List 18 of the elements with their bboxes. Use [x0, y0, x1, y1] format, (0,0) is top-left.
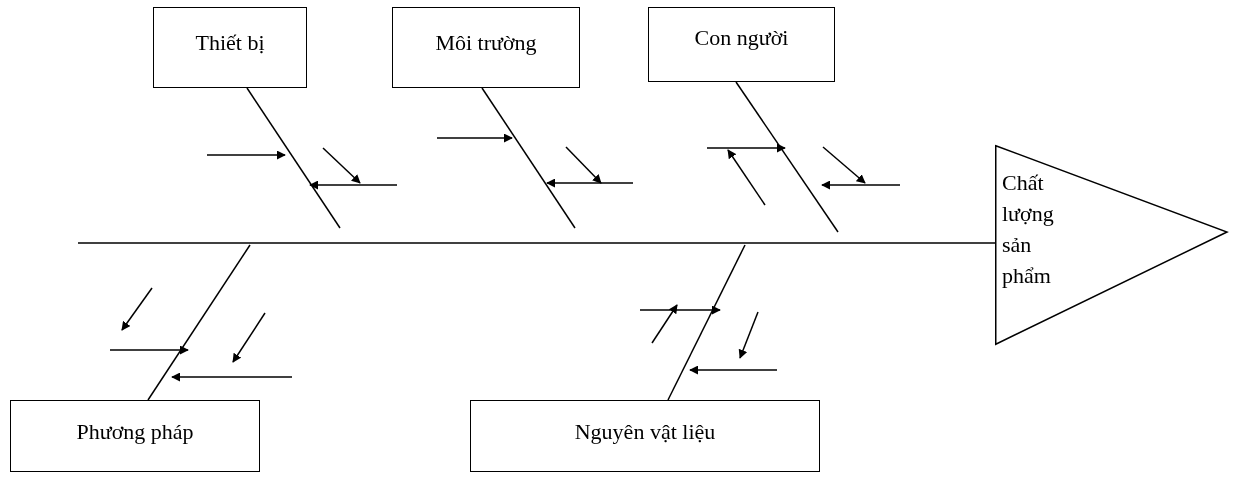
- bone-line: [147, 244, 251, 401]
- category-box: [392, 7, 580, 88]
- cause-category-label: Con người: [694, 24, 789, 52]
- category-box: [153, 7, 307, 88]
- spine-line: [77, 242, 996, 244]
- effect-triangle: [995, 145, 1228, 345]
- bone-line: [735, 81, 839, 233]
- category-box: [470, 400, 820, 472]
- cause-category-label: Nguyên vật liệu: [574, 418, 716, 446]
- category-box: [648, 7, 835, 82]
- cause-category-label: Môi trường: [435, 29, 537, 57]
- cause-category-label: Phương pháp: [76, 418, 194, 446]
- bone-line: [667, 244, 746, 401]
- category-box: [10, 400, 260, 472]
- bone-line: [246, 87, 341, 229]
- effect-label: Chất lượng sản phẩm: [1002, 169, 1055, 290]
- bone-line: [481, 87, 576, 229]
- cause-category-label: Thiết bị: [195, 29, 265, 57]
